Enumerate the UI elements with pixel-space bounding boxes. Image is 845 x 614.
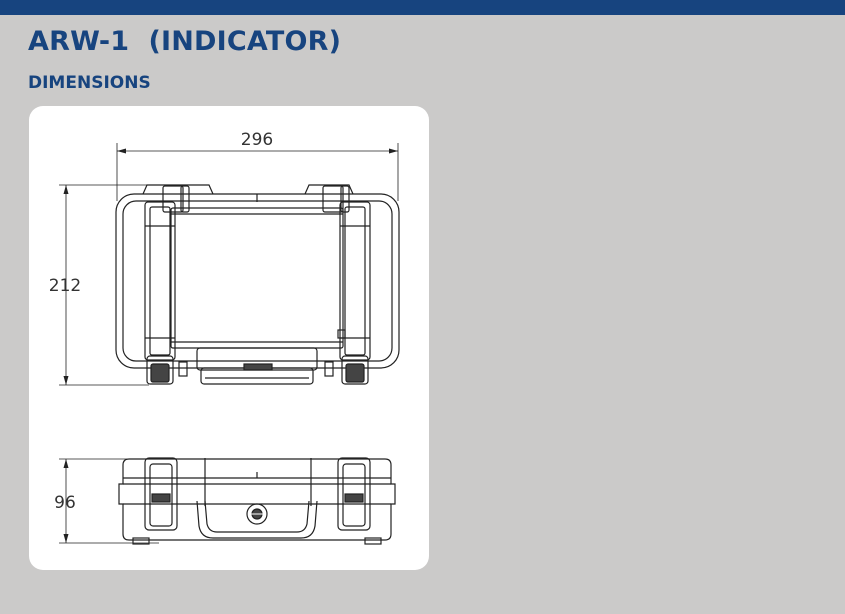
pressure-valve-icon bbox=[246, 503, 268, 525]
latch-right-tab bbox=[337, 329, 346, 339]
height-arrow-top bbox=[63, 185, 69, 194]
top-bar bbox=[0, 0, 845, 15]
section-heading: DIMENSIONS bbox=[28, 73, 151, 93]
bottom-latch-left-fill bbox=[150, 363, 170, 383]
front-latch-left-mark bbox=[151, 493, 171, 503]
hinge-right-top bbox=[304, 184, 354, 195]
depth-arrow-bottom bbox=[63, 534, 69, 543]
hinge-block-left-a bbox=[162, 185, 184, 213]
depth-arrow-top bbox=[63, 459, 69, 468]
dimension-drawing-panel: 296 212 bbox=[29, 106, 429, 570]
front-view-drawing: 96 bbox=[54, 457, 396, 545]
depth-dimension-label: 96 bbox=[54, 493, 76, 513]
page-title: ARW-1 (INDICATOR) bbox=[28, 26, 342, 57]
front-latch-left-inner bbox=[149, 463, 173, 527]
case-front-body bbox=[118, 458, 396, 541]
bottom-latch-right bbox=[341, 355, 369, 385]
front-latch-left bbox=[144, 457, 178, 531]
width-dimension-label: 296 bbox=[241, 130, 273, 150]
latch-left-inner bbox=[149, 206, 171, 356]
bottom-latch-left bbox=[146, 355, 174, 385]
latch-left bbox=[144, 201, 176, 361]
width-arrow-left bbox=[117, 148, 126, 154]
front-latch-right-inner bbox=[342, 463, 366, 527]
foot-left bbox=[178, 361, 188, 377]
bottom-latch-right-fill bbox=[345, 363, 365, 383]
height-dimension-label: 212 bbox=[49, 276, 81, 296]
case-inner-rim bbox=[122, 200, 393, 362]
front-latch-right bbox=[337, 457, 371, 531]
front-handle-outer bbox=[196, 500, 318, 539]
case-lid-panel bbox=[170, 207, 344, 349]
front-foot-left bbox=[132, 537, 150, 545]
technical-drawing: 296 212 bbox=[49, 130, 400, 545]
latch-right-inner bbox=[344, 206, 366, 356]
latch-right bbox=[339, 201, 371, 361]
hinge-block-left-b bbox=[180, 185, 190, 213]
front-latch-right-mark bbox=[344, 493, 364, 503]
handle-center-mark bbox=[243, 363, 273, 371]
foot-right bbox=[324, 361, 334, 377]
width-arrow-right bbox=[389, 148, 398, 154]
front-handle-inner bbox=[204, 500, 310, 533]
top-view-drawing: 296 212 bbox=[49, 130, 400, 386]
height-arrow-bottom bbox=[63, 376, 69, 385]
hinge-block-right-a bbox=[322, 185, 344, 213]
front-foot-right bbox=[364, 537, 382, 545]
hinge-left-top bbox=[142, 184, 214, 195]
